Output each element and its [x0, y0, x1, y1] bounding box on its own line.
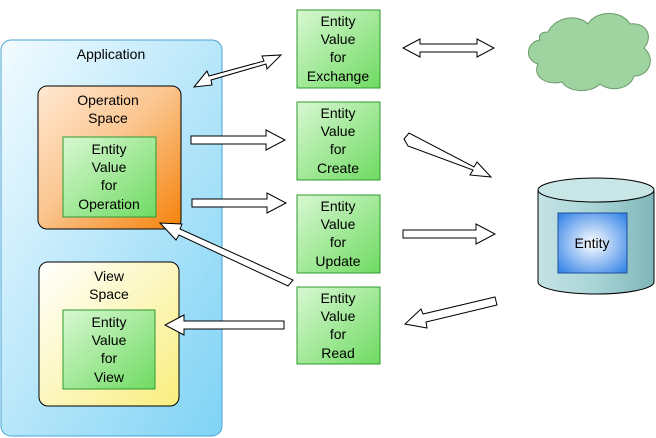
- entity-value-update-line1: Entity: [320, 198, 355, 214]
- entity-value-update-line4: Update: [315, 253, 360, 269]
- entity-value-operation: Entity Value for Operation: [62, 136, 157, 218]
- arrow-exchange-cloud: [401, 38, 496, 58]
- view-space: View Space Entity Value for View: [38, 261, 180, 407]
- arrow-create-database: [403, 132, 493, 178]
- entity-value-read-line4: Read: [321, 345, 354, 361]
- entity-value-read-line2: Value: [321, 308, 356, 324]
- entity-value-view-line1: Entity: [91, 314, 126, 330]
- entity-value-exchange-line1: Entity: [320, 13, 355, 29]
- entity-value-read-line3: for: [330, 326, 347, 342]
- arrow-update-database: [402, 223, 497, 245]
- entity-value-update: Entity Value for Update: [296, 194, 381, 274]
- entity-value-read: Entity Value for Read: [296, 286, 381, 365]
- cloud-icon: [528, 13, 651, 91]
- entity-value-create: Entity Value for Create: [296, 101, 381, 181]
- entity-value-view: Entity Value for View: [62, 309, 156, 390]
- entity-value-operation-line3: for: [101, 177, 118, 193]
- entity-value-view-line4: View: [94, 369, 125, 385]
- entity-value-operation-line4: Operation: [78, 196, 139, 212]
- entity-value-update-line2: Value: [321, 216, 356, 232]
- database-entity-label: Entity: [574, 235, 609, 251]
- entity-value-create-line3: for: [330, 141, 347, 157]
- entity-value-exchange-line3: for: [330, 49, 347, 65]
- arrow-read-operation: [158, 222, 294, 287]
- arrow-app-exchange: [192, 54, 283, 88]
- arrow-operation-update: [191, 192, 288, 214]
- operation-space: Operation Space Entity Value for Operati…: [37, 85, 182, 230]
- entity-value-update-line3: for: [330, 234, 347, 250]
- entity-value-create-line2: Value: [321, 123, 356, 139]
- entity-value-view-line3: for: [101, 350, 118, 366]
- arrow-database-read: [403, 296, 498, 329]
- entity-value-create-line4: Create: [317, 160, 359, 176]
- view-space-title-line1: View: [94, 268, 125, 284]
- application-title: Application: [77, 46, 146, 62]
- operation-space-title-line1: Operation: [77, 92, 138, 108]
- arrow-read-view: [163, 314, 285, 336]
- entity-value-exchange-line4: Exchange: [307, 68, 369, 84]
- entity-value-exchange: Entity Value for Exchange: [296, 9, 381, 89]
- entity-value-operation-line1: Entity: [91, 141, 126, 157]
- database-entity-box: [557, 212, 628, 274]
- arrow-operation-create: [190, 129, 287, 151]
- database-cylinder-icon: Entity: [537, 177, 655, 295]
- entity-value-exchange-line2: Value: [321, 31, 356, 47]
- entity-value-read-line1: Entity: [320, 290, 355, 306]
- operation-space-title-line2: Space: [88, 110, 128, 126]
- view-space-title-line2: Space: [89, 286, 129, 302]
- entity-value-create-line1: Entity: [320, 105, 355, 121]
- entity-value-operation-line2: Value: [92, 159, 127, 175]
- entity-value-view-line2: Value: [92, 332, 127, 348]
